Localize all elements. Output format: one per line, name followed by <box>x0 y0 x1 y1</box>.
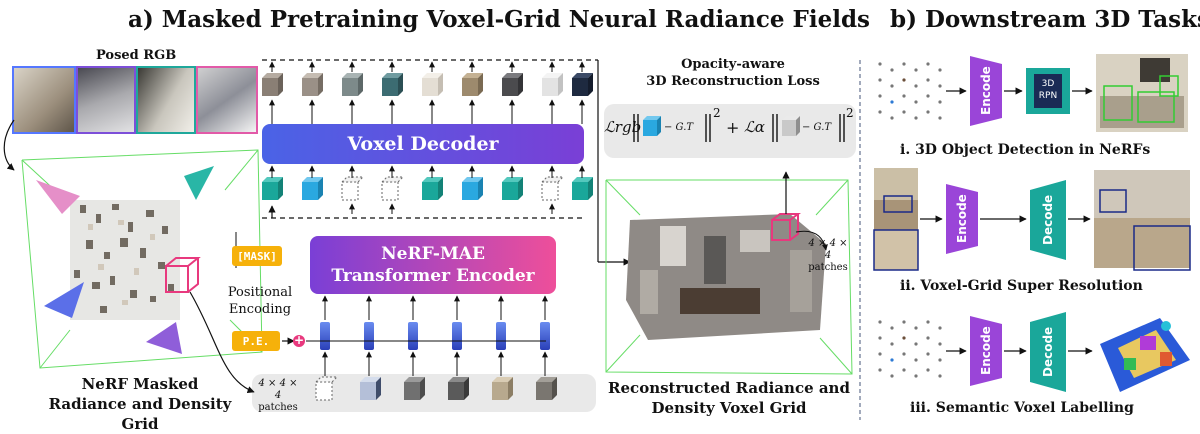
task3-decode-shape <box>1030 312 1066 392</box>
input-patches-label: 4 × 4 × 4 patches <box>256 378 300 414</box>
rpn-label-line2: RPN <box>1038 91 1058 101</box>
loss-rgb-term: ℒrgb <box>604 118 642 136</box>
recon-caption-line1: Reconstructed Radiance and <box>608 379 850 397</box>
masked-grid-caption-line1: NeRF Masked <box>81 375 199 393</box>
recon-scene <box>626 214 826 340</box>
task1-encode-label: Encode <box>979 66 993 116</box>
loss-norm-bars <box>633 114 845 142</box>
masked-point-cloud <box>70 200 180 320</box>
posed-rgb-photo-4 <box>196 66 258 134</box>
recon-cube-highlight <box>771 213 801 241</box>
task3-voxel-grid <box>878 320 942 378</box>
recon-caption-line2: Density Voxel Grid <box>651 399 807 417</box>
loss-alpha-cube-icon <box>782 116 800 136</box>
task3-encode-shape <box>970 316 1002 386</box>
encoder-title-line2: Transformer Encoder <box>331 266 535 286</box>
loss-title-line2: 3D Reconstruction Loss <box>646 74 820 89</box>
loss-alpha-term: ℒα <box>744 118 765 136</box>
task1-encode-shape <box>970 56 1002 126</box>
positional-encoding-line1: Positional <box>227 285 293 300</box>
loss-plus: + <box>726 118 740 137</box>
task2-highres-image <box>1094 170 1191 271</box>
positional-encoding-line2: Encoding <box>228 302 292 317</box>
camera-frustum-pink <box>36 180 80 214</box>
camera-frustum-teal <box>184 166 214 200</box>
camera-frustum-blue <box>44 282 84 318</box>
voxel-decoder-block: Voxel Decoder <box>262 124 584 164</box>
task-arrows <box>920 87 1093 355</box>
posed-rgb-photo-2 <box>76 66 136 134</box>
loss-rgb-power: 2 <box>713 106 721 120</box>
section-b-title: b) Downstream 3D Tasks <box>890 6 1200 33</box>
tokens-up-arrows <box>269 165 585 214</box>
photos-to-grid-arrow <box>3 119 15 171</box>
task1-caption: i. 3D Object Detection in NeRFs <box>900 142 1151 158</box>
recon-patches-label: 4 × 4 × 4 patches <box>804 238 852 274</box>
rpn-label: 3D RPN <box>1034 78 1062 102</box>
recon-grid-box <box>605 179 853 375</box>
recon-patch-dims: 4 × 4 × 4 <box>808 238 848 261</box>
encoder-title-line1: NeRF-MAE <box>381 244 485 264</box>
encoder-token-arrows <box>322 295 548 376</box>
transformer-encoder-block: NeRF-MAE Transformer Encoder <box>310 236 556 294</box>
patches-dims: 4 × 4 × 4 <box>258 378 298 401</box>
loss-title: Opacity-aware 3D Reconstruction Loss <box>620 56 846 90</box>
encoder-token-bars <box>320 322 550 350</box>
task3-decode-label: Decode <box>1041 326 1055 378</box>
posed-rgb-label: Posed RGB <box>96 48 177 63</box>
section-a-title: a) Masked Pretraining Voxel-Grid Neural … <box>128 6 870 33</box>
camera-frustum-purple <box>146 322 182 354</box>
recon-patch-arrow <box>795 230 828 251</box>
task1-detection-image <box>1096 54 1188 132</box>
rpn-label-line1: 3D <box>1041 79 1055 89</box>
task3-semantic-image <box>1100 318 1190 392</box>
decoder-output-cubes <box>262 73 593 96</box>
rpn-inner <box>1034 74 1062 108</box>
loss-rgb-gt: − G.T <box>664 122 694 133</box>
posed-rgb-photo-3 <box>136 66 196 134</box>
positional-encoding-label: Positional Encoding <box>218 284 302 318</box>
recon-patch-word: patches <box>808 262 848 273</box>
input-patch-cubes <box>314 376 557 401</box>
task2-decode-shape <box>1030 180 1066 260</box>
masked-grid-caption: NeRF Masked Radiance and Density Grid <box>40 374 240 434</box>
task2-encode-shape <box>946 184 978 254</box>
loss-title-line1: Opacity-aware <box>681 57 785 72</box>
positional-encoding-tag: P.E. <box>232 331 280 351</box>
masked-grid-caption-line2: Radiance and Density Grid <box>48 395 232 433</box>
task3-encode-label: Encode <box>979 326 993 376</box>
task2-caption: ii. Voxel-Grid Super Resolution <box>900 278 1143 294</box>
plus-circle <box>293 335 305 347</box>
recon-caption: Reconstructed Radiance and Density Voxel… <box>606 378 852 418</box>
loss-alpha-gt: − G.T <box>802 122 832 133</box>
patches-word: patches <box>258 402 298 413</box>
loss-rgb-cube-icon <box>643 116 661 136</box>
posed-rgb-photo-1 <box>12 66 76 134</box>
mask-token-tag: [MASK] <box>232 246 282 266</box>
masked-cube-highlight <box>165 257 201 293</box>
plus-sign: + <box>293 333 305 347</box>
decoder-up-arrows <box>269 61 585 124</box>
task2-decode-label: Decode <box>1041 194 1055 246</box>
task2-lowres-image <box>873 168 919 271</box>
task2-encode-label: Encode <box>955 194 969 244</box>
task1-voxel-grid <box>878 62 942 120</box>
decoder-input-tokens <box>262 176 593 201</box>
cube-to-patches-arrow <box>189 291 255 394</box>
loss-alpha-power: 2 <box>846 106 854 120</box>
task3-caption: iii. Semantic Voxel Labelling <box>910 400 1134 416</box>
